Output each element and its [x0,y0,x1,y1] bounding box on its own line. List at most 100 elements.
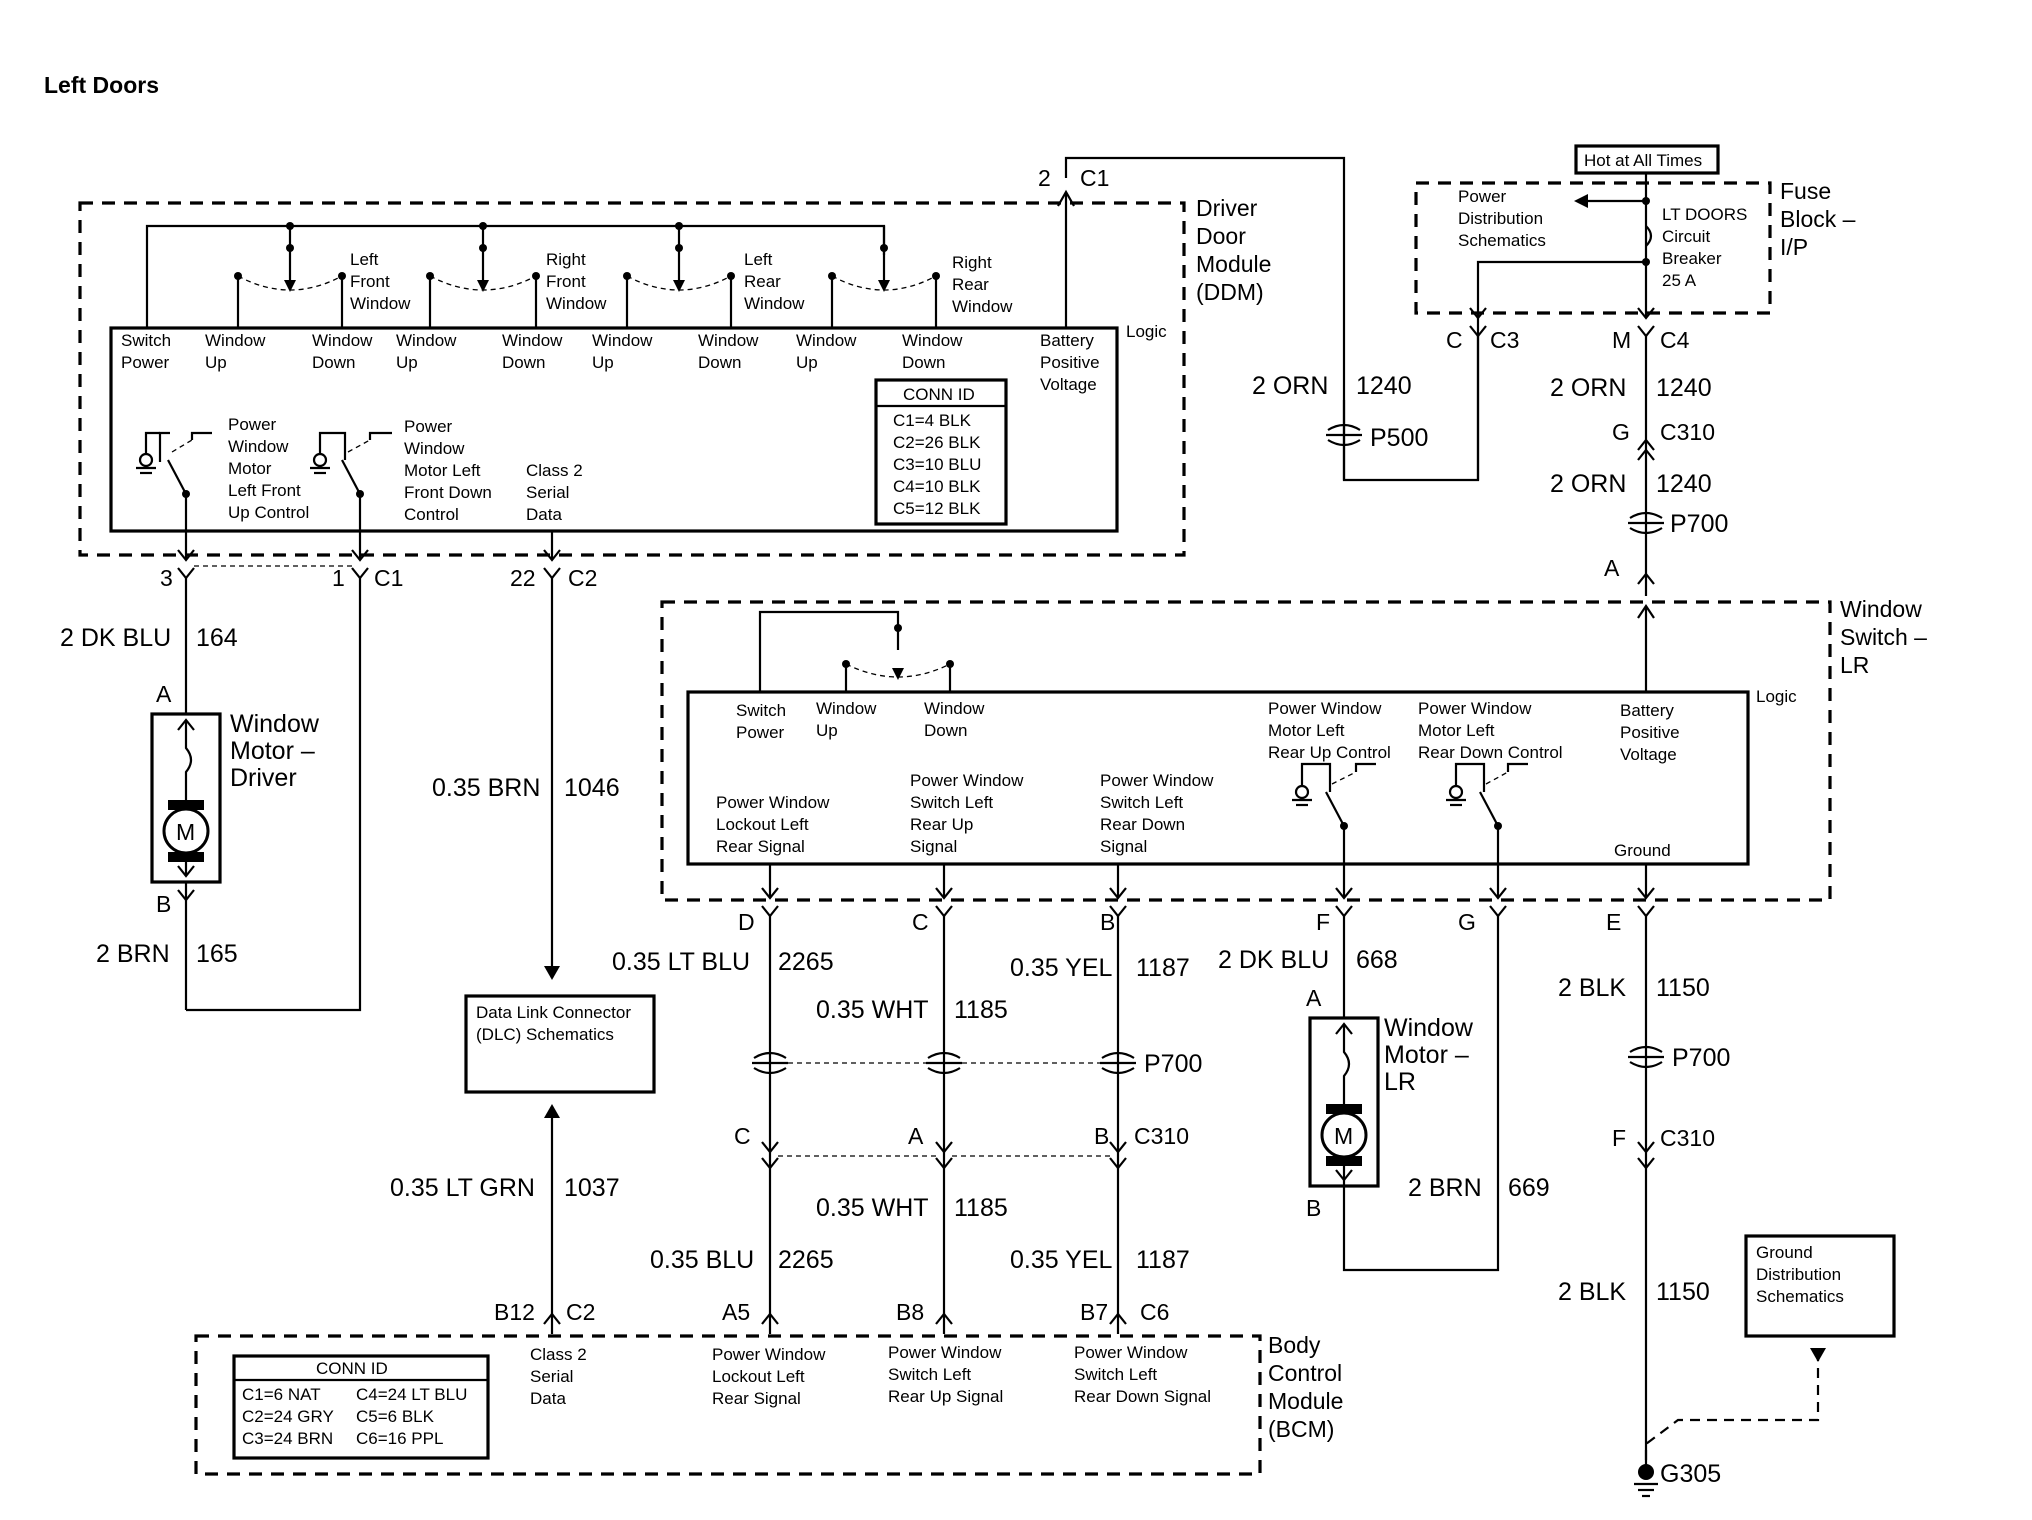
lr-swdown-1: Power Window [1100,771,1214,790]
fuse-c4-pin: M [1612,327,1631,353]
wht1-wire: 0.35 WHT [816,996,929,1024]
pds-1: Power [1458,187,1507,206]
ddm-pin-label-10a: Battery [1040,331,1094,350]
ddm-drv1-line-5: Up Control [228,503,309,522]
yel2-wire: 0.35 YEL [1010,1246,1113,1274]
wht1-num: 1185 [954,996,1008,1024]
ddm-drv2-line-5: Control [404,505,459,524]
ddm-title-4: (DDM) [1196,279,1264,305]
ddm-drv2-line-1: Power [404,417,453,436]
motor-lr-pin-a: A [1306,985,1322,1011]
motor-driver-title-3: Driver [230,764,297,792]
lr-pwm-up-2: Motor Left [1268,721,1345,740]
ddm-pin-label-1b: Power [121,353,170,372]
brn165-wire: 2 BRN [96,940,170,968]
fuse-c3-pin: C [1446,327,1463,353]
blk1-wire: 2 BLK [1558,974,1626,1002]
c310-right-conn: C310 [1660,1125,1715,1151]
bcm-conn-id-box [232,1354,490,1460]
lr-driver-up [1292,762,1376,864]
bcm-down-3: Rear Down Signal [1074,1387,1211,1406]
p700-top-label: P700 [1670,510,1728,538]
ddm-conn-id-4: C4=10 BLK [893,477,981,496]
motor-lr-title-2: Motor – [1384,1041,1469,1069]
fuse-block-title-1: Fuse [1780,178,1831,204]
lr-pin-c: C [912,909,929,935]
motor-driver-pin-a: A [156,681,172,707]
lr-pwm-up-1: Power Window [1268,699,1382,718]
ddm-class2-1: Class 2 [526,461,583,480]
motor-driver-pin-b: B [156,891,171,917]
bcm-pin-b7: B7 [1080,1299,1108,1325]
ddm-drv2-line-3: Motor Left [404,461,481,480]
lr-circuits: 0.35 LT BLU 2265 0.35 WHT 1185 0.35 YEL … [612,916,1896,1498]
ddm-switch-left-front [234,222,346,328]
c310-pin-b: B [1094,1123,1109,1149]
ddm-pin-label-8a: Window [796,331,857,350]
ddm-pin-label-2b: Up [205,353,227,372]
brn1046-wire: 0.35 BRN [432,774,540,802]
ddm-sw-lr-3: Window [744,294,805,313]
bcm-title-3: Module [1268,1388,1343,1414]
p700-mid-label: P700 [1144,1050,1202,1078]
driver-door-module: Driver Door Module (DDM) Logic [78,156,1480,557]
lr-top-1b: Power [736,723,785,742]
bcm-conn-id-r3: C6=16 PPL [356,1429,443,1448]
lr-swdown-3: Rear Down [1100,815,1185,834]
lr-top-2b: Up [816,721,838,740]
ddm-c1-pin1: 1 [332,565,345,591]
lr-pin-b: B [1100,909,1115,935]
lr-pwm-down-1: Power Window [1418,699,1532,718]
fuse-c3-conn: C3 [1490,327,1519,353]
ddm-conn-id-box [874,378,1008,526]
ddm-switch-right-front [426,222,540,328]
lr-top-3b: Down [924,721,967,740]
ddm-pin-label-9a: Window [902,331,963,350]
lr-dashed-boundary [660,600,1832,902]
ltblu-num: 2265 [778,948,834,976]
ddm-pin-label-7b: Down [698,353,741,372]
ddm-sw-lf-2: Front [350,272,390,291]
bcm-pin-a5: A5 [722,1299,750,1325]
ddm-logic-box [109,326,1119,533]
lr-driver-down [1446,762,1528,864]
fuse-block-title-2: Block – [1780,206,1856,232]
lr-top-1a: Switch [736,701,786,720]
lr-top-3a: Window [924,699,985,718]
ddm-pin-label-1a: Switch [121,331,171,350]
ddm-conn-id-5: C5=12 BLK [893,499,981,518]
breaker-2: Circuit [1662,227,1710,246]
ddm-pin-label-4b: Up [396,353,418,372]
ddm-pin-label-5b: Down [502,353,545,372]
ddm-top-conn: C1 [1080,165,1109,191]
orn-right1-num: 1240 [1656,374,1712,402]
ground-dist-1: Ground [1756,1243,1813,1262]
lr-title-1: Window [1840,596,1922,622]
bcm-title-1: Body [1268,1332,1321,1358]
orn-circuits: 2 ORN 1240 P500 2 ORN 1240 G C310 2 ORN … [1252,336,1728,596]
ddm-drv2-line-4: Front Down [404,483,492,502]
ddm-switch-left-rear [623,222,735,328]
ddm-c1-label: C1 [374,565,403,591]
c310-pin-c: C [734,1123,751,1149]
fuse-block-dashed [1414,181,1772,315]
orn-right1-wire: 2 ORN [1550,374,1626,402]
ddm-title-3: Module [1196,251,1271,277]
bcm-lockout-1: Power Window [712,1345,826,1364]
c310-top-conn: C310 [1660,419,1715,445]
brn1046-num: 1046 [564,774,620,802]
c310-top-pin: G [1612,419,1630,445]
lr-swup-2: Switch Left [910,793,993,812]
bcm-conn-c6: C6 [1140,1299,1169,1325]
p700-mid-splices [752,1051,1136,1075]
wht2-num: 1185 [954,1194,1008,1222]
ddm-class2-3: Data [526,505,562,524]
ddm-connectors: 3 1 C1 22 C2 [160,531,597,591]
pds-2: Distribution [1458,209,1543,228]
pds-3: Schematics [1458,231,1546,250]
bcm-title-4: (BCM) [1268,1416,1334,1442]
c310-mid-connectors [761,1141,1127,1170]
ddm-pin-label-2a: Window [205,331,266,350]
wht2-wire: 0.35 WHT [816,1194,929,1222]
ddm-logic-label: Logic [1126,322,1167,341]
